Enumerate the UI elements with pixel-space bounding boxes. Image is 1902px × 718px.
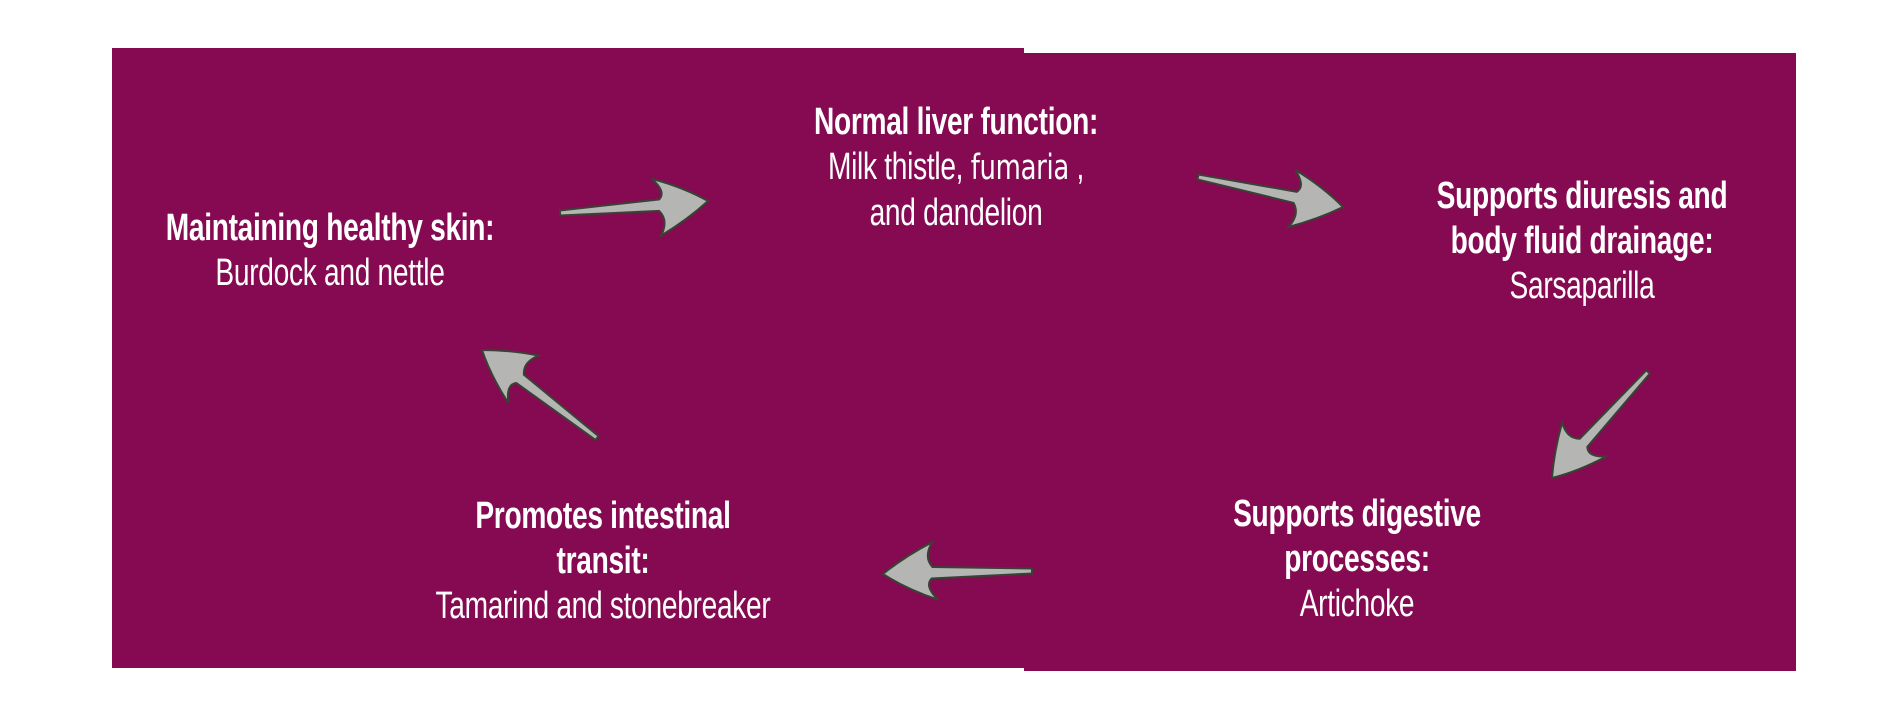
node-supports-diuresis-and-body-fluid-drainage: Supports diuresis and body fluid drainag… [1437,174,1728,309]
node-herbs: and dandelion [869,192,1043,234]
node-herbs: Burdock and nettle [215,252,445,294]
node-title: Supports digestive [1233,493,1481,535]
node-title: Maintaining healthy skin: [165,207,495,249]
node-normal-liver-function: Normal liver function: Milk thistle, fum… [814,100,1098,236]
node-title: Normal liver function: [813,101,1099,143]
node-title: body fluid drainage: [1450,220,1714,262]
node-herbs: Tamarind and stonebreaker [435,585,771,627]
node-title: Supports diuresis and [1436,175,1728,217]
node-supports-digestive-processes: Supports digestive processes: Artichoke [1233,492,1481,627]
fumaria-text: fumaria [970,148,1070,188]
node-herbs: Artichoke [1299,583,1415,625]
node-title: processes: [1284,538,1430,580]
node-herbs: Sarsaparilla [1509,265,1655,307]
node-herbs: Milk thistle, fumaria , [827,146,1085,188]
node-title: transit: [556,540,650,582]
node-promotes-intestinal-transit: Promotes intestinal transit: Tamarind an… [436,494,771,629]
node-maintaining-healthy-skin: Maintaining healthy skin: Burdock and ne… [166,206,495,296]
node-title: Promotes intestinal [475,495,731,537]
